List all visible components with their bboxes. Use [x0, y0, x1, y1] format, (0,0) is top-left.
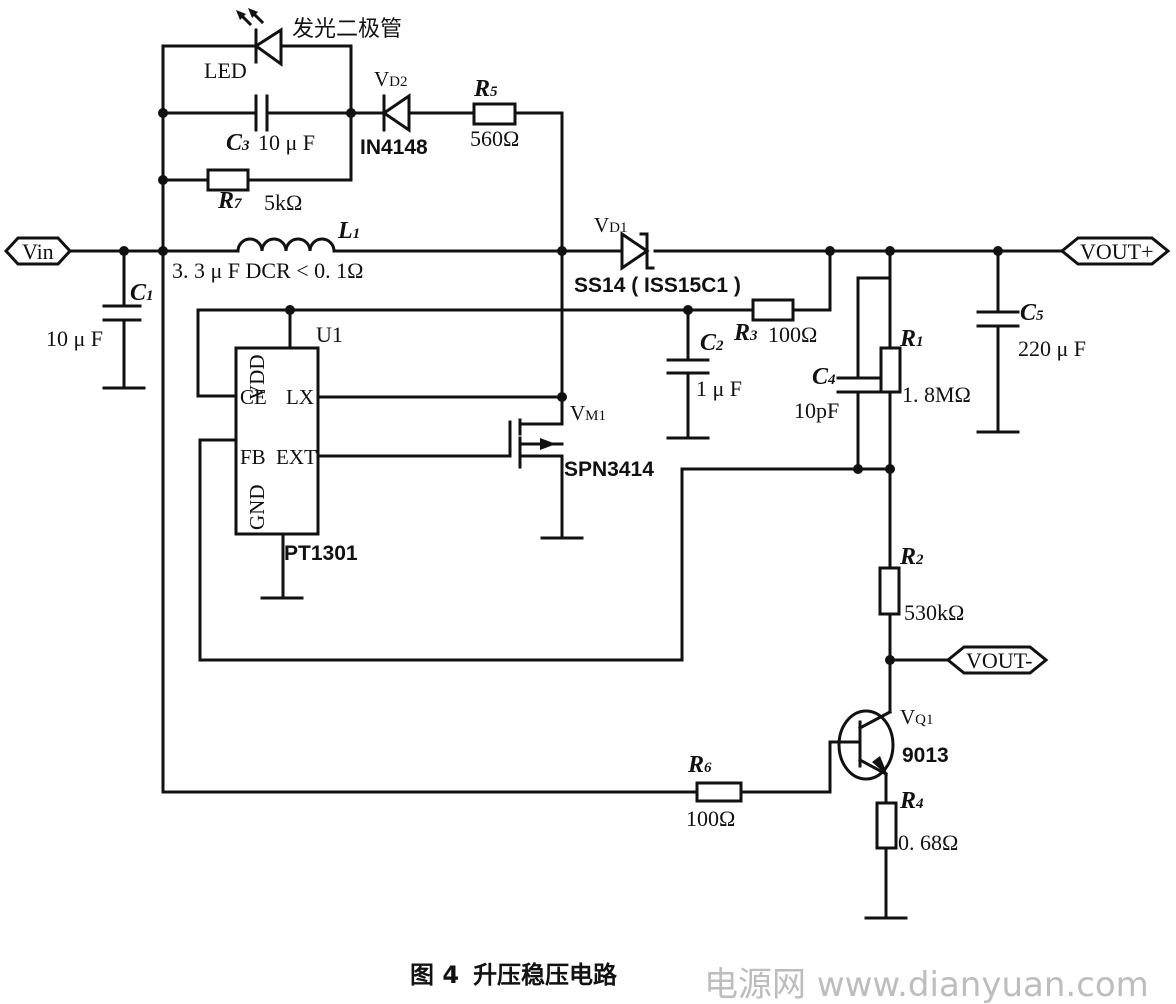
u1-pin-lx: LX [286, 385, 314, 409]
port-vout-plus-label: VOUT+ [1080, 239, 1154, 264]
u1-pin-ce: CE [240, 385, 267, 409]
resistor-r2 [878, 566, 901, 616]
c4-ref: C4 [812, 364, 836, 390]
c1-value: 10 μ F [46, 326, 103, 351]
capacitor-c3 [254, 94, 269, 132]
vd2-value: IN4148 [360, 136, 428, 159]
resistor-r7 [206, 168, 250, 192]
resistor-r5 [472, 102, 517, 126]
resistor-r4 [875, 801, 898, 850]
capacitor-c4 [836, 376, 880, 394]
led-diode [236, 8, 283, 67]
r7-value: 5kΩ [264, 190, 302, 215]
port-vout-minus-label: VOUT- [966, 648, 1032, 673]
r5-value: 560Ω [470, 126, 519, 151]
port-vout-minus [945, 645, 1049, 675]
mosfet-arrow [540, 438, 556, 450]
vd2-ref: VD2 [374, 67, 408, 91]
r3-ref: R3 [733, 320, 758, 346]
c2-ref: C2 [700, 330, 724, 356]
l1-ref: L1 [337, 218, 360, 244]
resistor-r1 [879, 346, 902, 394]
u1-ref: U1 [316, 322, 343, 347]
c3-value: 10 μ F [258, 130, 315, 155]
r7-ref: R7 [217, 188, 242, 214]
r4-ref: R4 [899, 788, 924, 814]
resistor-r3 [751, 298, 795, 322]
resistor-r6 [695, 781, 743, 803]
vm1-part: SPN3414 [564, 458, 654, 481]
vm1-ref: VM1 [570, 401, 606, 425]
c5-value: 220 μ F [1018, 336, 1086, 361]
c3-ref: C3 [226, 130, 250, 156]
r6-ref: R6 [687, 752, 712, 778]
u1-pin-ext: EXT [276, 445, 317, 469]
port-vout-plus [1059, 236, 1171, 266]
capacitor-c5 [976, 310, 1020, 328]
c4-value: 10pF [794, 398, 839, 423]
u1-pin-fb: FB [240, 445, 266, 469]
u1-pin-gnd: GND [245, 485, 269, 531]
u1-pin-vdd: VDD [245, 355, 269, 401]
r1-value: 1. 8MΩ [902, 382, 971, 407]
diode-vd2 [381, 93, 411, 133]
port-vin-label: Vin [22, 239, 54, 264]
watermark: 电源网 www.dianyuan.com [704, 965, 1149, 1004]
inductor-l1 [236, 237, 336, 253]
capacitor-c2 [666, 358, 710, 375]
r6-value: 100Ω [686, 806, 735, 831]
bjt-vq1 [837, 709, 895, 781]
r3-value: 100Ω [768, 322, 817, 347]
port-vin [3, 236, 73, 266]
junction-dots [119, 108, 1003, 665]
r2-ref: R2 [899, 544, 924, 570]
r5-ref: R5 [473, 76, 498, 102]
vq1-ref: VQ1 [900, 705, 934, 729]
c2-value: 1 μ F [696, 376, 742, 401]
r4-value: 0. 68Ω [898, 830, 958, 855]
r2-value: 530kΩ [904, 600, 964, 625]
vq1-part: 9013 [902, 744, 949, 767]
r1-ref: R1 [899, 326, 924, 352]
l1-value: 3. 3 μ F DCR < 0. 1Ω [172, 258, 364, 283]
vd1-ref: VD1 [594, 213, 628, 237]
vd1-value: SS14 ( ISS15C1 ) [574, 274, 741, 297]
capacitor-c1 [102, 304, 142, 322]
c1-ref: C1 [130, 280, 154, 306]
schottky-diode-vd1 [620, 231, 655, 271]
u1-part: PT1301 [284, 542, 358, 565]
led-label: LED [204, 58, 247, 83]
led-description: 发光二极管 [292, 17, 402, 42]
c5-ref: C5 [1020, 300, 1044, 326]
ic-u1 [234, 346, 320, 536]
